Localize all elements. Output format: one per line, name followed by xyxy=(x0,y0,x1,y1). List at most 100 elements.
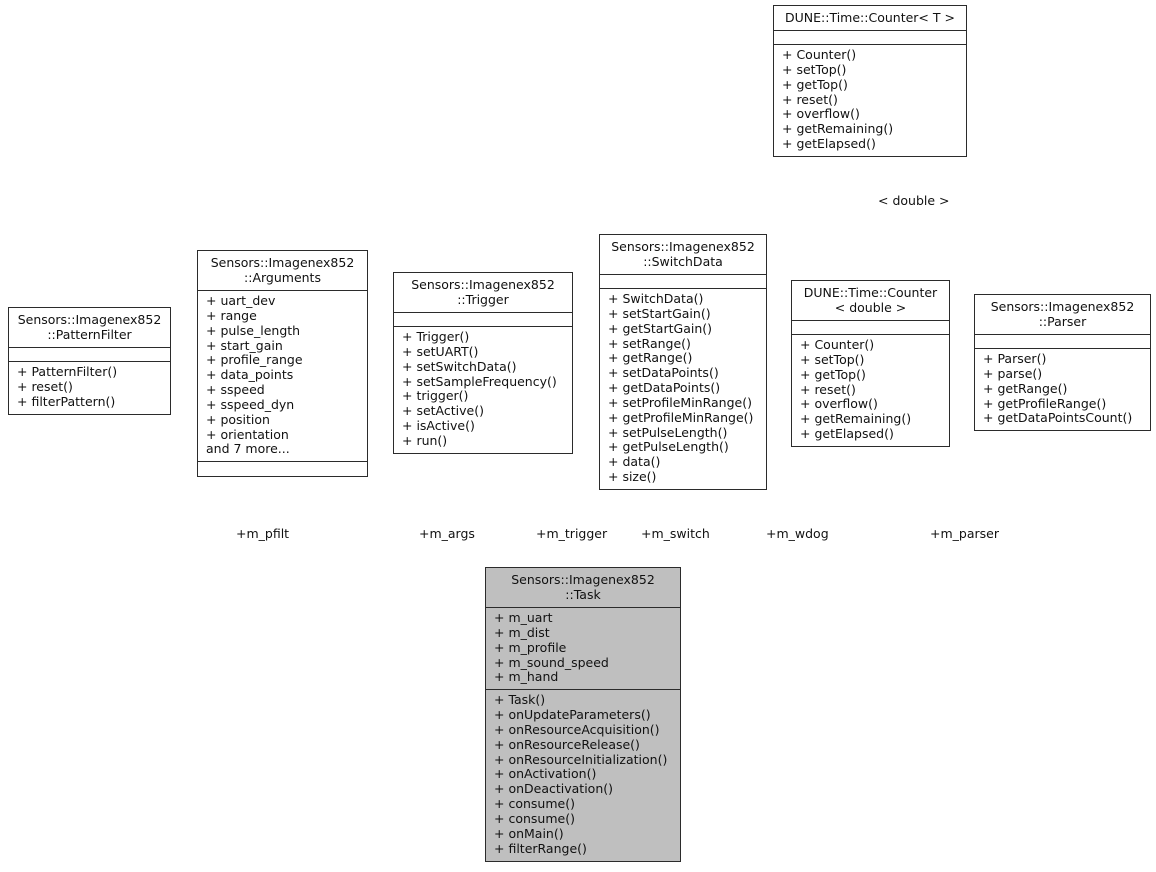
class-member-row: + getElapsed() xyxy=(800,426,894,442)
class-member-row: + getDataPoints() xyxy=(608,380,721,396)
class-title-trigger: Sensors::Imagenex852 ::Trigger xyxy=(394,273,572,313)
class-methods-arguments xyxy=(198,462,367,476)
class-member-row: + overflow() xyxy=(782,106,860,122)
class-member-row: + getProfileMinRange() xyxy=(608,409,754,425)
class-title-pattern-filter: Sensors::Imagenex852 ::PatternFilter xyxy=(9,308,170,348)
class-member-row: + filterPattern() xyxy=(17,393,116,409)
class-member-row: + getTop() xyxy=(782,76,848,92)
class-member-row: + m_hand xyxy=(494,669,559,685)
class-attributes-task: + m_uart+ m_dist+ m_profile+ m_sound_spe… xyxy=(486,608,680,691)
class-member-row: + setPulseLength() xyxy=(608,424,728,440)
class-box-counter-t[interactable]: DUNE::Time::Counter< T > + Counter()+ se… xyxy=(773,5,967,157)
class-member-row: + setActive() xyxy=(402,403,484,419)
class-box-switch-data[interactable]: Sensors::Imagenex852 ::SwitchData + Swit… xyxy=(599,234,767,490)
edge-label-m-wdog: +m_wdog xyxy=(766,526,829,541)
class-member-row: + getStartGain() xyxy=(608,320,713,336)
class-title-parser: Sensors::Imagenex852 ::Parser xyxy=(975,295,1150,335)
class-member-row: + Counter() xyxy=(782,47,857,62)
class-attributes-pattern-filter xyxy=(9,348,170,362)
class-member-row: + setSampleFrequency() xyxy=(402,373,557,389)
class-member-row: + setDataPoints() xyxy=(608,365,719,381)
class-member-row: + sspeed xyxy=(206,382,265,398)
class-attributes-parser xyxy=(975,335,1150,349)
class-member-row: + getElapsed() xyxy=(782,136,876,152)
class-box-parser[interactable]: Sensors::Imagenex852 ::Parser + Parser()… xyxy=(974,294,1151,432)
class-member-row: + setSwitchData() xyxy=(402,358,517,374)
class-member-row: + setStartGain() xyxy=(608,305,711,321)
class-member-row: + getRange() xyxy=(608,350,693,366)
class-attributes-counter-double xyxy=(792,321,949,335)
class-title-counter-double: DUNE::Time::Counter < double > xyxy=(792,281,949,321)
class-member-row: + range xyxy=(206,307,257,323)
class-member-row: + consume() xyxy=(494,810,575,826)
class-member-row: + pulse_length xyxy=(206,322,301,338)
class-member-row: + data() xyxy=(608,454,661,470)
edge-label-m-pfilt: +m_pfilt xyxy=(236,526,290,541)
class-member-row: + getRemaining() xyxy=(782,121,894,137)
class-box-counter-double[interactable]: DUNE::Time::Counter < double > + Counter… xyxy=(791,280,950,447)
class-member-row: + onMain() xyxy=(494,825,564,841)
class-member-row: + setTop() xyxy=(800,351,865,367)
class-member-row: + overflow() xyxy=(800,396,878,412)
class-member-row: + m_sound_speed xyxy=(494,654,609,670)
edge-label-m-args: +m_args xyxy=(419,526,475,541)
edge-label-m-parser: +m_parser xyxy=(930,526,999,541)
class-methods-trigger: + Trigger()+ setUART()+ setSwitchData()+… xyxy=(394,327,572,453)
edge-label-m-switch: +m_switch xyxy=(641,526,710,541)
class-member-row: + onDeactivation() xyxy=(494,781,613,797)
class-methods-counter-double: + Counter()+ setTop()+ getTop()+ reset()… xyxy=(792,335,949,446)
class-methods-switch-data: + SwitchData()+ setStartGain()+ getStart… xyxy=(600,289,766,489)
edge-label-m-trigger: +m_trigger xyxy=(536,526,608,541)
class-member-row: + getPulseLength() xyxy=(608,439,729,455)
class-member-row: + onResourceRelease() xyxy=(494,736,640,752)
class-attributes-switch-data xyxy=(600,275,766,289)
class-attributes-trigger xyxy=(394,313,572,327)
class-member-row: + m_dist xyxy=(494,624,550,640)
class-member-row: + SwitchData() xyxy=(608,291,704,306)
class-member-row: + data_points xyxy=(206,367,294,383)
class-member-row: + Task() xyxy=(494,692,546,708)
class-title-switch-data: Sensors::Imagenex852 ::SwitchData xyxy=(600,235,766,275)
template-binding-label: < double > xyxy=(878,193,950,208)
class-member-row: + start_gain xyxy=(206,337,283,353)
class-member-row: + uart_dev xyxy=(206,293,276,308)
class-member-row: + parse() xyxy=(983,365,1043,381)
class-box-task[interactable]: Sensors::Imagenex852 ::Task + m_uart+ m_… xyxy=(485,567,681,862)
class-member-row: + onResourceInitialization() xyxy=(494,751,668,767)
class-title-counter-t: DUNE::Time::Counter< T > xyxy=(774,6,966,31)
class-member-row: + profile_range xyxy=(206,352,303,368)
class-box-pattern-filter[interactable]: Sensors::Imagenex852 ::PatternFilter + P… xyxy=(8,307,171,415)
class-member-row: + onResourceAcquisition() xyxy=(494,721,660,737)
class-member-row: + reset() xyxy=(17,378,73,394)
class-member-row: + orientation xyxy=(206,426,289,442)
class-member-row: + setUART() xyxy=(402,343,479,359)
class-member-row: + getRange() xyxy=(983,380,1068,396)
class-member-row: + PatternFilter() xyxy=(17,364,118,379)
class-member-row: + reset() xyxy=(800,381,856,397)
class-methods-parser: + Parser()+ parse()+ getRange()+ getProf… xyxy=(975,349,1150,430)
class-methods-counter-t: + Counter()+ setTop()+ getTop()+ reset()… xyxy=(774,45,966,156)
class-member-row: + position xyxy=(206,411,270,427)
class-box-trigger[interactable]: Sensors::Imagenex852 ::Trigger + Trigger… xyxy=(393,272,573,454)
class-member-row: + reset() xyxy=(782,91,838,107)
class-member-row: + consume() xyxy=(494,796,575,812)
class-methods-task: + Task()+ onUpdateParameters()+ onResour… xyxy=(486,690,680,860)
class-member-row: and 7 more... xyxy=(206,441,290,457)
class-member-row: + setTop() xyxy=(782,61,847,77)
class-member-row: + getDataPointsCount() xyxy=(983,410,1133,426)
class-member-row: + m_uart xyxy=(494,610,553,625)
class-member-row: + filterRange() xyxy=(494,840,587,856)
class-member-row: + trigger() xyxy=(402,388,469,404)
class-member-row: + run() xyxy=(402,432,448,448)
class-attributes-arguments: + uart_dev+ range+ pulse_length+ start_g… xyxy=(198,291,367,463)
class-title-task: Sensors::Imagenex852 ::Task xyxy=(486,568,680,608)
class-member-row: + onUpdateParameters() xyxy=(494,707,651,723)
class-member-row: + Counter() xyxy=(800,337,875,352)
class-box-arguments[interactable]: Sensors::Imagenex852 ::Arguments + uart_… xyxy=(197,250,368,478)
class-methods-pattern-filter: + PatternFilter()+ reset()+ filterPatter… xyxy=(9,362,170,414)
class-title-arguments: Sensors::Imagenex852 ::Arguments xyxy=(198,251,367,291)
class-member-row: + setProfileMinRange() xyxy=(608,394,752,410)
class-member-row: + getTop() xyxy=(800,366,866,382)
class-member-row: + size() xyxy=(608,469,657,485)
